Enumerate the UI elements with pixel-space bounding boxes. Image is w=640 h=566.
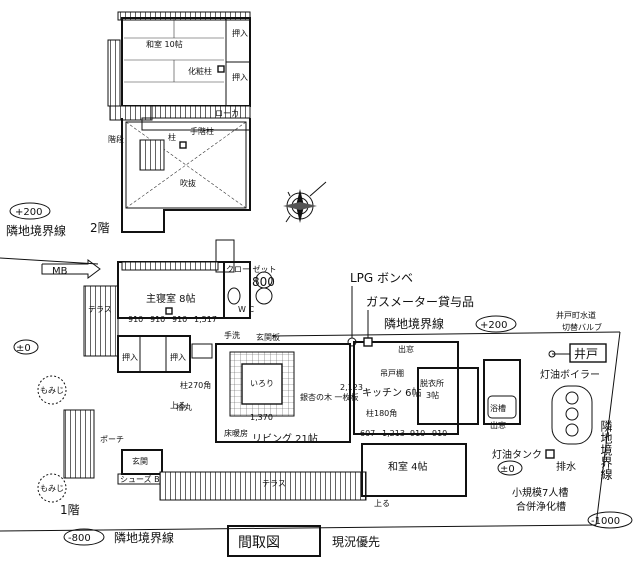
label-tesuri: 手階柱 xyxy=(190,126,214,136)
label-lpg: LPG ボンベ xyxy=(350,271,413,285)
label-oshiire-a: 押入 xyxy=(122,352,138,362)
label-gas-meter: ガスメーター貸与品 xyxy=(366,294,474,309)
label-shukounou-2: 出窓 xyxy=(490,420,506,430)
boundary-label-top: 隣地境界線 xyxy=(384,316,444,331)
label-hashira270: 柱270角 xyxy=(180,380,211,390)
label-mb: MB xyxy=(52,266,68,277)
dim-910-c: 910 xyxy=(172,315,187,324)
label-toyu-tank: 灯油タンク xyxy=(492,448,542,461)
label-genkan-ita: 玄関板 xyxy=(256,332,280,342)
label-terrace-left: テラス xyxy=(88,305,112,314)
label-fukinuke: 吹抜 xyxy=(180,178,196,188)
label-porch: ポーチ xyxy=(100,435,124,444)
room-label-living: リビング 21帖 xyxy=(252,432,318,445)
label-jokaso-2: 合併浄化槽 xyxy=(516,500,566,513)
label-roka: ローカ xyxy=(215,109,239,118)
floor-label-1f: 1階 xyxy=(60,502,80,517)
level-marker-plus200-right: +200 xyxy=(480,320,507,331)
label-irori: いろり xyxy=(250,379,274,388)
room-label-kitchen: キッチン 6帖 xyxy=(362,386,422,399)
room-label-shushinshitsu: 主寝室 8帖 xyxy=(146,292,196,305)
dim-910-d: 910 xyxy=(410,429,425,438)
label-ichou: 銀杏の木 一枚板 xyxy=(300,392,359,402)
label-boiler: 灯油ボイラー xyxy=(540,368,600,381)
level-marker-minus800: -800 xyxy=(68,533,91,544)
first-floor-plan: MB 800 テラス 主寝室 8帖 クロー ゼット W C 押入 押入 ±0 も… xyxy=(0,239,621,532)
dim-910-a: 910 xyxy=(128,315,143,324)
floor-label-2f: 2階 xyxy=(90,220,110,235)
boundary-label-bottom: 隣地境界線 xyxy=(114,530,174,545)
boundary-label-right: 隣地境界線 xyxy=(599,419,613,480)
label-jokaso-1: 小規模7人槽 xyxy=(512,486,568,499)
label-yukadanbo: 床暖房 xyxy=(224,428,248,438)
plan-priority-note: 現況優先 xyxy=(332,534,380,549)
label-agaru-hall: 上る xyxy=(170,401,186,410)
label-ido-valve-1: 井戸町水道 xyxy=(556,310,596,320)
dim-1370: 1,370 xyxy=(250,413,273,422)
boundary-label-left: 隣地境界線 xyxy=(6,223,66,238)
room-label-washitsu4: 和室 4帖 xyxy=(388,460,428,473)
label-ido-valve-2: 切替バルブ xyxy=(562,322,602,332)
label-hinoki: 檜丸 xyxy=(176,402,192,412)
label-tsuritoda: 吊戸棚 xyxy=(380,368,404,378)
bottom-legend: -800 隣地境界線 間取図 現況優先 -1000 xyxy=(63,511,633,557)
label-agaru-washitsu: 上る xyxy=(374,499,390,508)
label-shoes-box: シューズ BOX xyxy=(120,474,171,484)
label-ido: 井戸 xyxy=(574,347,598,361)
room-label-oshiire-2f: 押入 xyxy=(232,72,248,82)
label-kaidan: 階段 xyxy=(108,134,124,144)
level-marker-zero-right: ±0 xyxy=(500,464,515,475)
label-momiji-2: もみじ xyxy=(40,484,64,493)
dim-1517: 1,517 xyxy=(194,315,217,324)
dim-607: 607 xyxy=(360,429,375,438)
level-marker-plus200-left: +200 xyxy=(15,207,42,218)
compass-icon xyxy=(283,181,327,223)
label-hashira180: 柱180角 xyxy=(366,408,397,418)
label-wc: W C xyxy=(238,305,254,314)
label-shukounou-1: 出窓 xyxy=(398,344,414,354)
room-label-washitsu-10: 和室 10帖 xyxy=(146,39,183,49)
label-momiji-1: もみじ xyxy=(40,386,64,395)
level-marker-zero-left: ±0 xyxy=(16,343,31,354)
level-marker-minus1000: -1000 xyxy=(591,516,620,527)
label-haisui: 排水 xyxy=(556,460,576,473)
label-tearai: 手洗 xyxy=(224,330,240,340)
label-yokushitsu: 浴槽 xyxy=(490,403,506,413)
second-floor-plan: 和室 10帖 押入 押入 化粧柱 ローカ 手階柱 柱 階段 吹抜 +200 隣地… xyxy=(6,11,251,238)
label-oshiire-b: 押入 xyxy=(170,352,186,362)
dim-1213: 1,213 xyxy=(382,429,405,438)
plan-title: 間取図 xyxy=(238,535,280,551)
label-hashira-2f: 柱 xyxy=(168,132,176,142)
label-800: 800 xyxy=(252,275,275,289)
dim-910-e: 910 xyxy=(432,429,447,438)
room-label-oshiire-top: 押入 xyxy=(232,28,248,38)
label-kesho-bashira: 化粧柱 xyxy=(188,66,212,76)
label-datsui-size: 3帖 xyxy=(426,390,439,400)
room-label-genkan: 玄関 xyxy=(132,456,148,466)
mb-arrow: MB xyxy=(41,259,101,279)
dim-910-b: 910 xyxy=(150,315,165,324)
room-label-datsui: 脱衣所 xyxy=(420,378,444,388)
label-terrace-bottom: テラス xyxy=(262,479,286,488)
dim-2123: 2,123 xyxy=(340,383,363,392)
label-closet: クロー ゼット xyxy=(226,264,277,274)
